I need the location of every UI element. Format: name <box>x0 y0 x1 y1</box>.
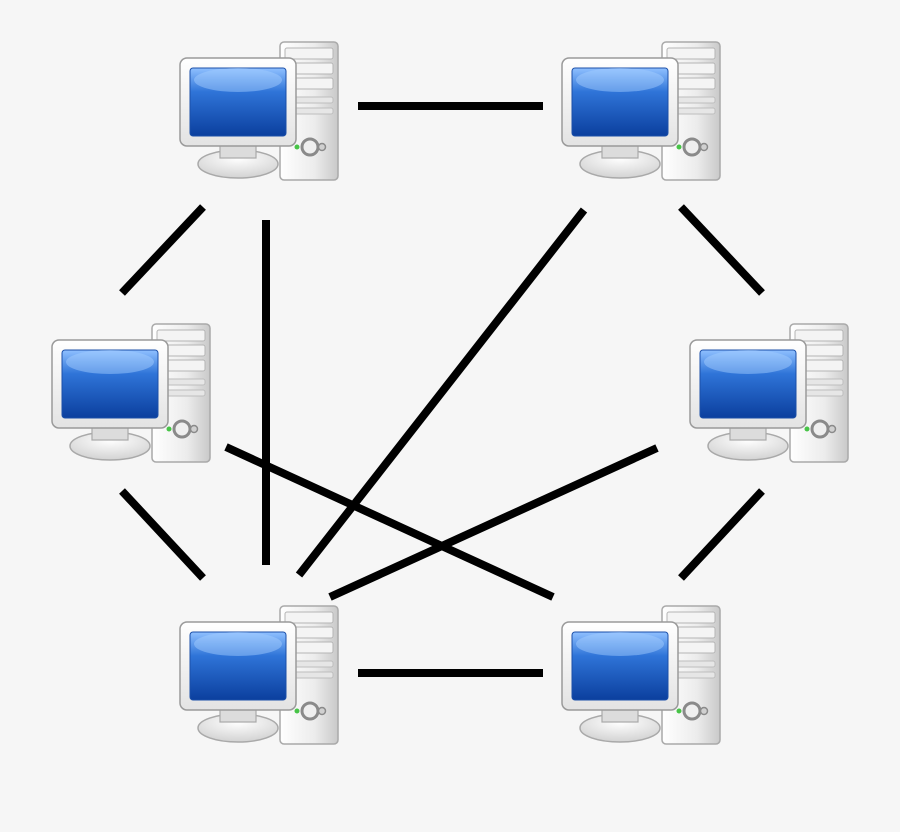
computer-top-right <box>560 40 722 182</box>
link-middle-right-to-bottom-right <box>678 488 765 581</box>
computer-top-left <box>178 40 340 182</box>
desktop-computer-icon <box>50 322 212 464</box>
computer-middle-left <box>50 322 212 464</box>
computer-bottom-right <box>560 604 722 746</box>
desktop-computer-icon <box>688 322 850 464</box>
link-top-left-to-middle-left <box>119 204 206 296</box>
link-top-right-to-middle-right <box>678 204 765 296</box>
desktop-computer-icon <box>560 40 722 182</box>
desktop-computer-icon <box>178 604 340 746</box>
link-middle-left-to-bottom-right <box>224 443 555 601</box>
link-top-right-to-bottom-left <box>295 207 588 578</box>
network-links <box>119 102 765 677</box>
network-nodes <box>50 40 850 746</box>
desktop-computer-icon <box>178 40 340 182</box>
computer-middle-right <box>688 322 850 464</box>
computer-bottom-left <box>178 604 340 746</box>
link-middle-left-to-bottom-left <box>119 488 206 581</box>
link-middle-right-to-bottom-left <box>328 444 659 601</box>
desktop-computer-icon <box>560 604 722 746</box>
